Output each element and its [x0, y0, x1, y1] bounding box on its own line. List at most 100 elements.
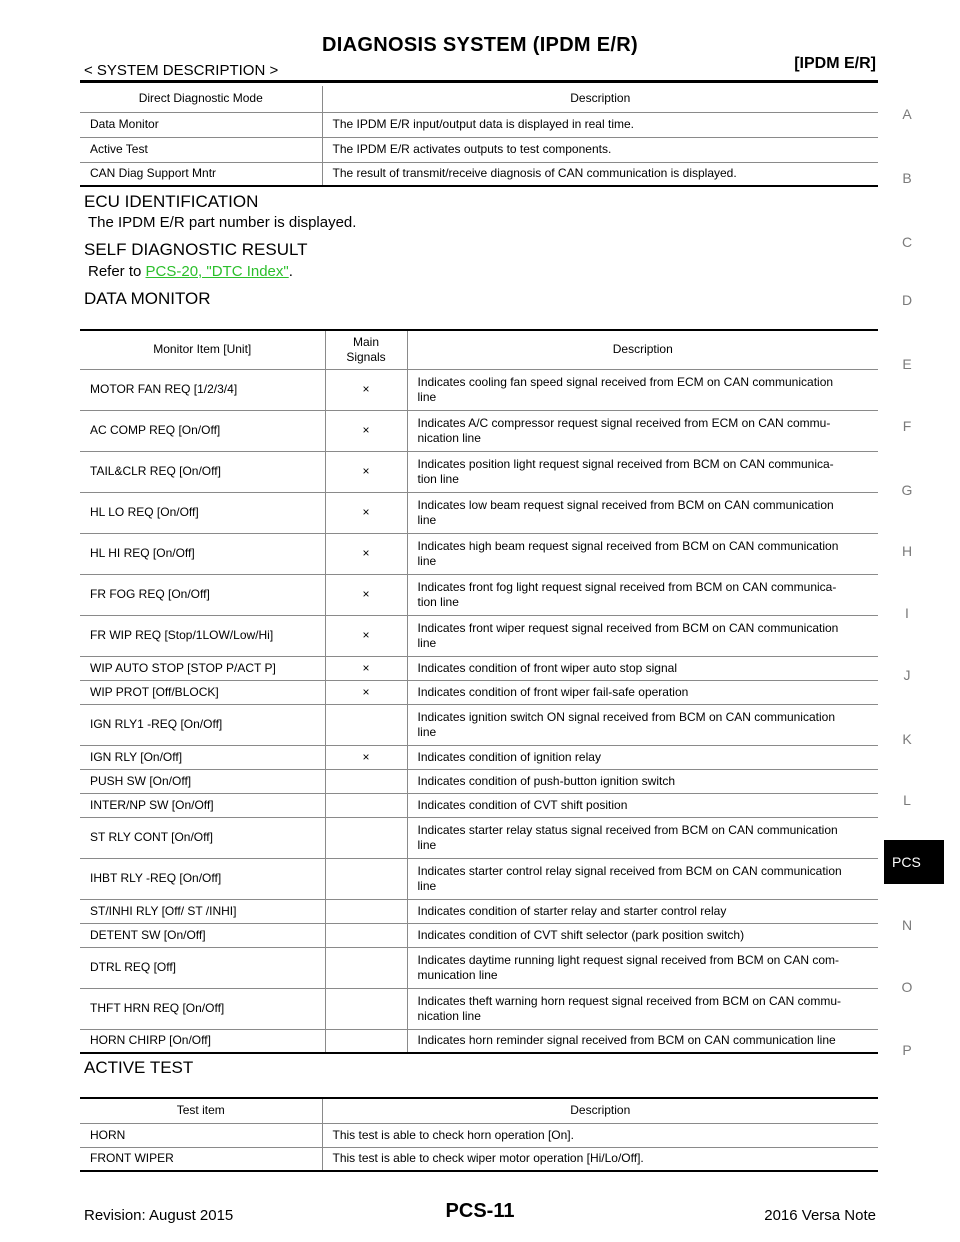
monitor-item-cell: HL HI REQ [On/Off] [80, 533, 326, 574]
description-line: Indicates condition of front wiper auto … [417, 660, 678, 675]
description-cell: Indicates position light request signal … [407, 451, 878, 492]
column-header: Description [570, 1103, 631, 1118]
description-line: nication line [417, 1008, 481, 1023]
description-cell: Indicates low beam request signal receiv… [407, 492, 878, 533]
table-row: ST RLY CONT [On/Off]Indicates starter re… [80, 817, 878, 858]
self-diag-text: Refer to PCS-20, "DTC Index". [88, 263, 293, 280]
main-signal-mark [325, 817, 408, 858]
monitor-item-cell: MOTOR FAN REQ [1/2/3/4] [80, 369, 326, 410]
active-test-table: Test item Description HORN This test is … [80, 1097, 878, 1172]
column-header-main-signals: Main Signals [325, 330, 408, 369]
monitor-item-cell: THFT HRN REQ [On/Off] [80, 988, 326, 1029]
main-signal-mark: × [325, 451, 408, 492]
description-line: Indicates condition of ignition relay [417, 749, 601, 764]
table-row: DETENT SW [On/Off] Indicates condition of… [80, 923, 878, 947]
data-monitor-table: Monitor Item [Unit] Main Signals Descrip… [80, 329, 878, 1054]
description-line: Indicates horn reminder signal received … [417, 1033, 836, 1048]
section-heading-data-monitor: DATA MONITOR [84, 289, 211, 308]
column-header-monitor-item: Monitor Item [Unit] [80, 330, 326, 369]
description-line: Indicates front fog light request signal… [417, 579, 837, 594]
table-row: ST/INHI RLY [Off/ ST /INHI]Indicates con… [80, 899, 878, 923]
side-index-letter[interactable]: D [901, 292, 913, 308]
table-cell: CAN Diag Support Mntr [80, 162, 323, 186]
monitor-item-cell: IGN RLY [On/Off] [80, 745, 326, 769]
description-cell: Indicates front wiper request signal rec… [407, 615, 878, 656]
main-signals-line1: Main [352, 334, 379, 349]
table-cell: This test is able to check wiper motor o… [332, 1151, 644, 1166]
table-row: Active Test The IPDM E/R activates outpu… [80, 137, 878, 162]
table-header-row: Test item Description [80, 1098, 878, 1123]
monitor-item-cell: DETENT SW [On/Off] [80, 923, 326, 947]
side-index-letter[interactable]: O [901, 979, 913, 995]
breadcrumb: < SYSTEM DESCRIPTION > [84, 62, 279, 79]
description-line: line [417, 878, 437, 893]
monitor-item-cell: ST/INHI RLY [Off/ ST /INHI] [80, 899, 326, 923]
main-signal-mark: × [325, 680, 408, 704]
description-line: nication line [417, 430, 481, 445]
description-cell: Indicates cooling fan speed signal recei… [407, 369, 878, 410]
direct-mode-table: Direct Diagnostic Mode Description Data … [80, 86, 878, 187]
monitor-item-cell: FR WIP REQ [Stop/1LOW/Low/Hi] [80, 615, 326, 656]
side-tab-label: PCS [892, 854, 921, 870]
description-cell: Indicates condition of CVT shift positio… [407, 793, 878, 817]
side-index-letter[interactable]: B [902, 170, 912, 186]
description-line: Indicates daytime running light request … [417, 952, 840, 967]
monitor-item-cell: HL LO REQ [On/Off] [80, 492, 326, 533]
side-index-letter[interactable]: I [905, 605, 909, 621]
description-line: line [417, 837, 437, 852]
main-signal-mark [325, 947, 408, 988]
table-row: PUSH SW [On/Off] Indicates condition of p… [80, 769, 878, 793]
main-signal-mark [325, 1029, 408, 1053]
table-row: HL HI REQ [On/Off]×Indicates high beam r… [80, 533, 878, 574]
main-signal-mark [325, 899, 408, 923]
side-index-letter[interactable]: E [902, 356, 912, 372]
section-heading-active-test: ACTIVE TEST [84, 1058, 194, 1077]
table-header-row: Monitor Item [Unit] Main Signals Descrip… [80, 330, 878, 369]
table-row: Data Monitor The IPDM E/R input/output d… [80, 112, 878, 137]
description-cell: Indicates condition of front wiper auto … [407, 656, 878, 680]
side-index-letter[interactable]: F [902, 418, 912, 434]
side-index-letter[interactable]: J [903, 667, 911, 683]
table-cell: Data Monitor [80, 112, 323, 137]
dtc-index-link[interactable]: PCS-20, "DTC Index" [145, 263, 289, 280]
header-rule [80, 80, 878, 83]
column-header-description: Description [612, 342, 673, 357]
monitor-item-cell: FR FOG REQ [On/Off] [80, 574, 326, 615]
description-cell: Indicates horn reminder signal received … [407, 1029, 878, 1053]
description-line: Indicates condition of push-button ignit… [417, 773, 676, 788]
page-title: DIAGNOSIS SYSTEM (IPDM E/R) [322, 34, 638, 56]
table-cell: Active Test [80, 137, 323, 162]
side-index-letter[interactable]: L [903, 792, 911, 808]
description-line: line [417, 635, 437, 650]
side-index-letter[interactable]: G [901, 482, 913, 498]
side-index-letter[interactable]: P [902, 1042, 912, 1058]
table-row: IHBT RLY -REQ [On/Off]Indicates starter … [80, 858, 878, 899]
table-row: MOTOR FAN REQ [1/2/3/4]×Indicates coolin… [80, 369, 878, 410]
description-cell: Indicates starter relay status signal re… [407, 817, 878, 858]
table-row: CAN Diag Support Mntr The result of tran… [80, 162, 878, 186]
table-cell: The IPDM E/R activates outputs to test c… [332, 142, 612, 156]
monitor-item-cell: PUSH SW [On/Off] [80, 769, 326, 793]
main-signal-mark: × [325, 533, 408, 574]
side-index-letter[interactable]: K [902, 731, 912, 747]
column-header: Test item [80, 1098, 323, 1123]
table-row: DTRL REQ [Off]Indicates daytime running … [80, 947, 878, 988]
side-tab-current[interactable]: PCS [884, 840, 944, 884]
main-signals-line2: Signals [346, 349, 386, 364]
table-row: HORN CHIRP [On/Off]Indicates horn remind… [80, 1029, 878, 1053]
main-signal-mark [325, 923, 408, 947]
side-index-letter[interactable]: C [901, 234, 913, 250]
description-line: Indicates starter control relay signal r… [417, 863, 842, 878]
description-line: Indicates position light request signal … [417, 456, 834, 471]
side-index-letter[interactable]: H [901, 543, 913, 559]
table-cell: The IPDM E/R input/output data is displa… [332, 117, 634, 131]
description-cell: Indicates condition of push-button ignit… [407, 769, 878, 793]
side-index-letter[interactable]: N [901, 917, 913, 933]
footer-page-number: PCS-11 [445, 1200, 515, 1222]
footer-revision: Revision: August 2015 [84, 1207, 234, 1224]
description-line: Indicates condition of CVT shift selecto… [417, 927, 745, 942]
side-index-letter[interactable]: A [902, 106, 912, 122]
main-signal-mark [325, 793, 408, 817]
main-signal-mark [325, 858, 408, 899]
table-header-row: Direct Diagnostic Mode Description [80, 86, 878, 112]
